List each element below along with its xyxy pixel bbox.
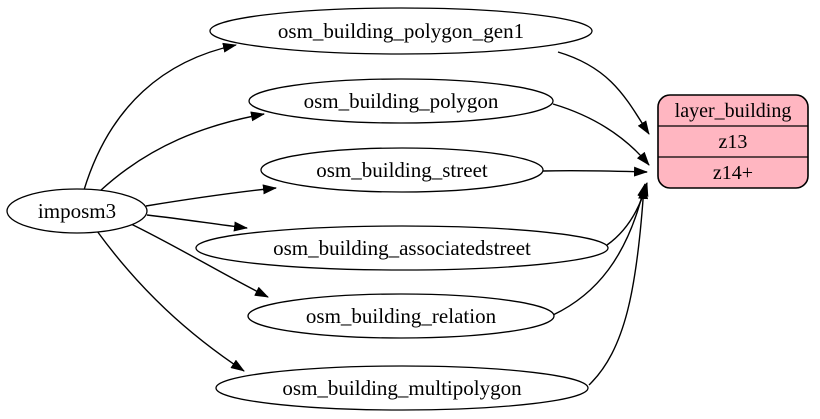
layer-building-title: layer_building xyxy=(675,100,792,122)
table-ellipse xyxy=(248,78,554,124)
edge-osm-building-street-to-z14 xyxy=(542,166,648,177)
edge-imposm3-to-osm-building-associatedstreet xyxy=(146,214,248,232)
node-osm-building-street: osm_building_street xyxy=(260,147,544,193)
table-label: osm_building_polygon xyxy=(304,89,499,113)
table-ellipse xyxy=(247,293,555,339)
edge-imposm3-to-osm-building-relation xyxy=(130,223,269,298)
edge-osm-building-associatedstreet-to-z14 xyxy=(606,182,649,246)
node-layer-building: layer_building z13 z14+ xyxy=(657,94,809,189)
edge-imposm3-to-osm-building-polygon xyxy=(99,111,265,192)
edge-imposm3-to-osm-building-street xyxy=(145,184,277,207)
imposm3-ellipse xyxy=(6,188,148,234)
node-osm-building-polygon: osm_building_polygon xyxy=(248,78,554,124)
edge-osm-building-polygon-gen1-to-z13 xyxy=(557,51,650,135)
layer-building-box xyxy=(657,94,809,189)
layer-row-z13: z13 xyxy=(719,131,748,153)
table-ellipse xyxy=(260,147,544,193)
table-ellipse xyxy=(215,365,589,411)
table-label: osm_building_relation xyxy=(306,304,497,328)
node-imposm3: imposm3 xyxy=(6,188,148,234)
edge-osm-building-multipolygon-to-z14 xyxy=(588,185,649,386)
table-label: osm_building_street xyxy=(316,158,488,182)
edge-group-tables-to-layer xyxy=(542,51,650,386)
table-label: osm_building_polygon_gen1 xyxy=(278,19,524,43)
node-osm-building-polygon-gen1: osm_building_polygon_gen1 xyxy=(209,7,593,55)
edge-imposm3-to-osm-building-multipolygon xyxy=(96,230,245,372)
table-ellipse xyxy=(209,7,593,55)
edge-imposm3-to-osm-building-polygon-gen1 xyxy=(83,42,237,191)
edge-osm-building-polygon-to-z14 xyxy=(552,103,650,166)
edge-osm-building-relation-to-z14 xyxy=(552,183,647,316)
table-label: osm_building_multipolygon xyxy=(282,376,522,400)
table-ellipse xyxy=(195,225,609,271)
node-osm-building-relation: osm_building_relation xyxy=(247,293,555,339)
node-osm-building-associatedstreet: osm_building_associatedstreet xyxy=(195,225,609,271)
node-osm-building-multipolygon: osm_building_multipolygon xyxy=(215,365,589,411)
edge-group-source-to-tables xyxy=(83,42,277,372)
imposm3-label: imposm3 xyxy=(38,199,116,223)
table-label: osm_building_associatedstreet xyxy=(273,236,531,260)
layer-row-z14plus: z14+ xyxy=(713,162,753,184)
